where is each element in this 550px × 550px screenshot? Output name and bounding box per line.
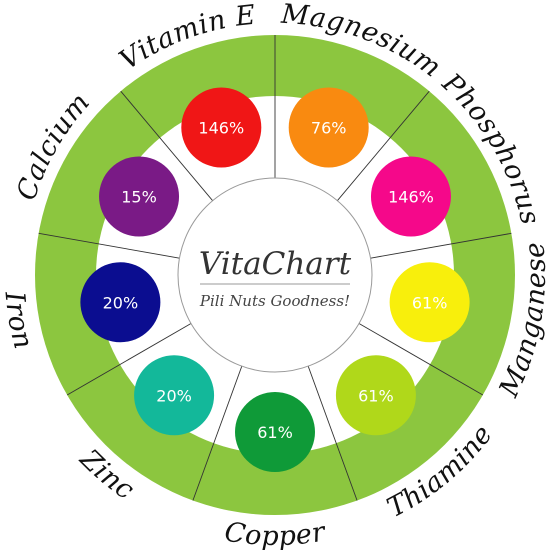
nutrient-value: 146% xyxy=(198,118,244,137)
center-circle xyxy=(177,177,373,373)
nutrient-value: 61% xyxy=(412,293,448,312)
sector-divider xyxy=(337,90,430,201)
nutrient-bubble xyxy=(335,355,416,436)
nutrient-bubble xyxy=(99,156,180,237)
sector-divider xyxy=(370,232,512,259)
nutrient-value: 20% xyxy=(103,293,139,312)
nutrient-value: 76% xyxy=(311,118,347,137)
sector-divider xyxy=(120,90,213,201)
sector-dividers xyxy=(38,35,512,501)
nutrient-bubble xyxy=(389,262,470,343)
sector-divider xyxy=(307,365,358,501)
center-badge: VitaChart Pili Nuts Goodness! xyxy=(177,177,373,373)
chart-subtitle: Pili Nuts Goodness! xyxy=(199,292,350,310)
nutrient-name: Iron xyxy=(0,289,39,352)
nutrient-bubble xyxy=(181,87,262,168)
sector-divider xyxy=(358,323,484,396)
nutrient-bubble xyxy=(235,392,315,472)
sector-divider xyxy=(192,365,243,501)
nutrient-bubble xyxy=(134,355,215,436)
nutrient-name: Copper xyxy=(222,516,329,550)
nutrient-bubble xyxy=(288,87,369,168)
sector-divider xyxy=(38,232,180,259)
sector-divider xyxy=(66,323,192,396)
nutrient-value: 61% xyxy=(358,386,394,405)
nutrient-bubble xyxy=(370,156,451,237)
nutrient-bubble xyxy=(80,262,161,343)
nutrient-value: 146% xyxy=(388,188,434,207)
nutrient-bubbles: 76% 146% 61% 61% 61% 20% 20% 15% 146% xyxy=(80,87,470,472)
nutrient-value: 15% xyxy=(121,188,157,207)
chart-title: VitaChart xyxy=(199,246,352,282)
nutrient-value: 20% xyxy=(156,386,192,405)
nutrient-value: 61% xyxy=(257,423,293,442)
